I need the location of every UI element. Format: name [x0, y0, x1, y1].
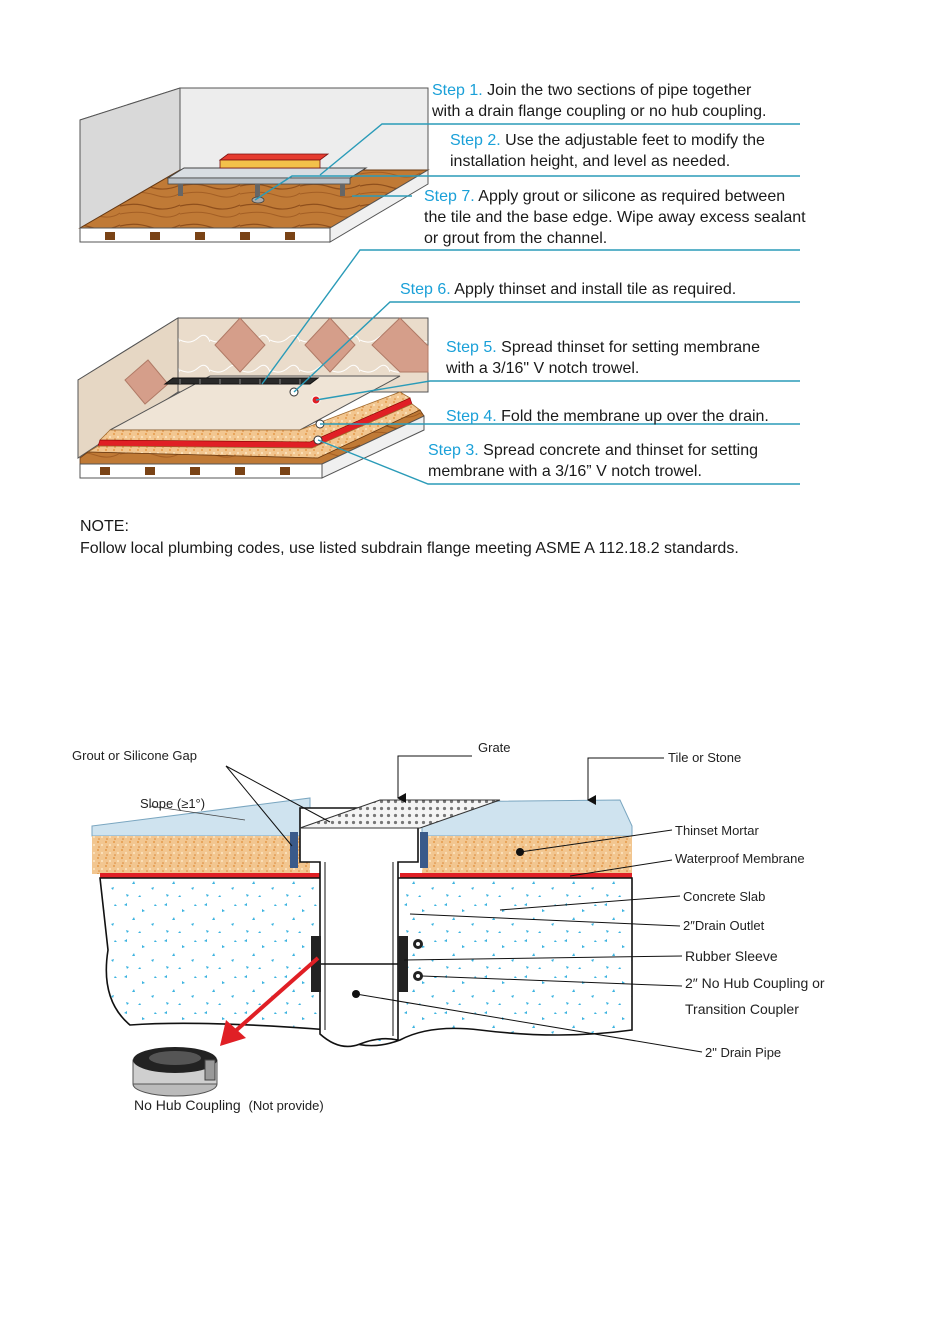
cross-section: [91, 797, 633, 1097]
label-sleeve: Rubber Sleeve: [685, 948, 778, 964]
note-text: Follow local plumbing codes, use listed …: [80, 540, 739, 557]
step-5-key: Step 5.: [446, 339, 497, 356]
label-coupling-line-1: 2″ No Hub Coupling or: [685, 975, 825, 991]
step-6-line-1: Apply thinset and install tile as requir…: [454, 281, 737, 298]
label-nohub: No Hub Coupling (Not provide): [134, 1097, 324, 1113]
step-7: Step 7. Apply grout or silicone as requi…: [424, 186, 806, 249]
step-3-line-1: Spread concrete and thinset for setting: [483, 442, 758, 459]
label-slab: Concrete Slab: [683, 889, 766, 904]
label-thinset: Thinset Mortar: [675, 823, 759, 838]
step-2: Step 2. Use the adjustable feet to modif…: [450, 130, 765, 172]
step-1-line-1: Join the two sections of pipe together: [487, 82, 752, 99]
label-grout-gap: Grout or Silicone Gap: [72, 748, 198, 763]
step-7-key: Step 7.: [424, 188, 475, 205]
step-4-key: Step 4.: [446, 408, 497, 425]
step-7-line-3: or grout from the channel.: [424, 230, 608, 247]
step-6-key: Step 6.: [400, 281, 451, 298]
step-7-line-1: Apply grout or silicone as required betw…: [478, 188, 786, 205]
step-5: Step 5. Spread thinset for setting membr…: [446, 337, 760, 379]
step-3-line-2: membrane with a 3/16” V notch trowel.: [428, 463, 702, 480]
step-4: Step 4. Fold the membrane up over the dr…: [446, 406, 769, 427]
label-tile: Tile or Stone: [668, 750, 742, 765]
step-2-line-1: Use the adjustable feet to modify the: [505, 132, 765, 149]
step-7-line-2: the tile and the base edge. Wipe away ex…: [424, 209, 806, 226]
step-1-line-2: with a drain flange coupling or no hub c…: [432, 103, 767, 120]
step-2-key: Step 2.: [450, 132, 501, 149]
section-leader-lines: [225, 755, 703, 1053]
note-title: NOTE:: [80, 518, 129, 535]
step-3: Step 3. Spread concrete and thinset for …: [428, 440, 758, 482]
label-membrane: Waterproof Membrane: [675, 851, 805, 866]
step-5-line-2: with a 3/16" V notch trowel.: [446, 360, 640, 377]
label-nohub-note: (Not provide): [248, 1098, 324, 1113]
step-4-line-1: Fold the membrane up over the drain.: [501, 408, 769, 425]
label-outlet: 2″Drain Outlet: [683, 918, 765, 933]
step-5-line-1: Spread thinset for setting membrane: [501, 339, 760, 356]
label-pipe: 2" Drain Pipe: [705, 1045, 782, 1060]
step-6: Step 6. Apply thinset and install tile a…: [400, 279, 736, 300]
step-3-key: Step 3.: [428, 442, 479, 459]
step-2-line-2: installation height, and level as needed…: [450, 153, 731, 170]
top-illustration: [78, 87, 430, 243]
label-coupling-line-2: Transition Coupler: [685, 1001, 799, 1017]
no-hub-coupling-image: [132, 1047, 218, 1097]
step-leader-lines: [254, 123, 800, 485]
label-nohub-text: No Hub Coupling: [134, 1097, 241, 1113]
step-1-key: Step 1.: [432, 82, 483, 99]
label-grate: Grate: [478, 740, 511, 755]
middle-illustration: [77, 317, 429, 479]
step-1: Step 1. Join the two sections of pipe to…: [432, 80, 766, 122]
label-slope: Slope (≥1°): [140, 796, 206, 811]
